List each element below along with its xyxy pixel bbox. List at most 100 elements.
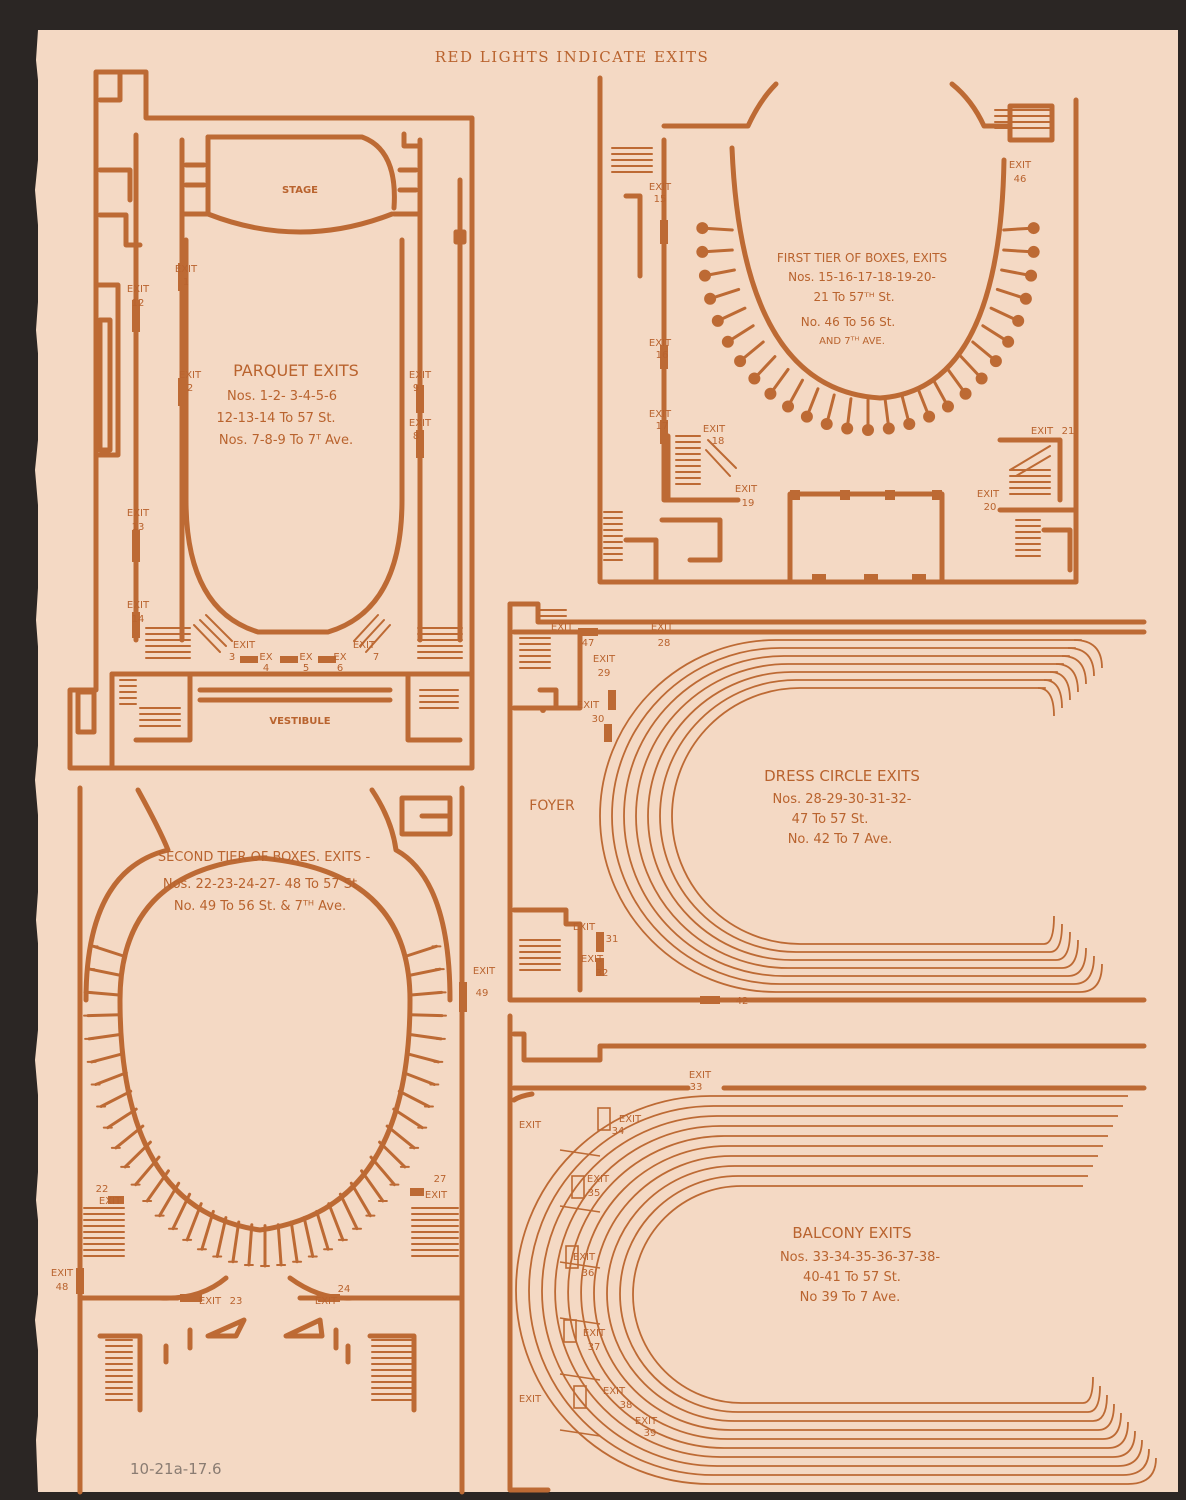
balcony-line-1: Nos. 33-34-35-36-37-38- bbox=[780, 1250, 940, 1265]
balcony-box bbox=[563, 1319, 577, 1343]
exit-number: 24 bbox=[338, 1284, 351, 1295]
box-partition bbox=[114, 1124, 145, 1150]
box-partition-end bbox=[862, 424, 874, 436]
exit-word: EXIT bbox=[577, 700, 600, 711]
balcony-box bbox=[597, 1107, 611, 1131]
seating-row bbox=[619, 1175, 1088, 1413]
exit-number: 34 bbox=[612, 1126, 625, 1137]
balcony-box bbox=[565, 1245, 579, 1269]
exit-word: EXIT bbox=[179, 370, 202, 381]
exit-word: EXIT bbox=[519, 1120, 542, 1131]
box-partition bbox=[99, 1089, 133, 1108]
exit-number: 29 bbox=[598, 668, 611, 679]
box-partition bbox=[94, 1071, 128, 1087]
box-partition-end bbox=[1027, 245, 1040, 258]
box-partition bbox=[349, 1181, 372, 1218]
box-partition bbox=[397, 1089, 431, 1108]
box-partition bbox=[408, 1013, 444, 1018]
balcony-line-2: 40-41 To 57 St. bbox=[803, 1270, 901, 1285]
seating-row-end bbox=[1061, 939, 1079, 969]
exit-number: 14 bbox=[132, 614, 145, 625]
dress-circle-line-3: No. 42 To 7 Ave. bbox=[788, 832, 893, 847]
box-partition-end bbox=[975, 372, 988, 385]
seating-row-end bbox=[1082, 1376, 1094, 1404]
exit-number: 37 bbox=[588, 1342, 601, 1353]
box-partition bbox=[87, 1032, 123, 1041]
box-partition bbox=[360, 1169, 385, 1203]
exit-number: 19 bbox=[742, 498, 755, 509]
balcony-plan: BALCONY EXITS Nos. 33-34-35-36-37-38- 40… bbox=[507, 1013, 1157, 1493]
exit-word: EXIT bbox=[581, 954, 604, 965]
exit-word: EXIT bbox=[735, 484, 758, 495]
vestibule-label: VESTIBULE bbox=[269, 716, 330, 727]
exit-word: EXIT bbox=[51, 1268, 74, 1279]
parquet-plan: STAGE VESTIBULE PARQUET EXITS Nos. 1-2- … bbox=[67, 69, 475, 771]
box-partition bbox=[402, 1071, 436, 1087]
seating-row bbox=[623, 655, 1071, 977]
seating-row-end bbox=[1067, 647, 1095, 677]
box-partition bbox=[158, 1181, 181, 1218]
exit-number: 20 bbox=[984, 502, 997, 513]
exit-word: EXIT bbox=[1009, 160, 1032, 171]
seating-row bbox=[635, 663, 1065, 969]
exit-number: 2 bbox=[187, 383, 193, 394]
box-partition-end bbox=[696, 222, 709, 235]
seating-row bbox=[599, 639, 1083, 993]
box-partition-end bbox=[989, 355, 1002, 368]
exit-word: EX bbox=[299, 652, 312, 663]
box-partition bbox=[134, 1155, 161, 1187]
exit-number: 31 bbox=[606, 934, 619, 945]
seating-row-end bbox=[1055, 663, 1079, 693]
seating-row-end bbox=[1067, 947, 1087, 977]
second-tier-line-1: Nos. 22-23-24-27- 48 To 57 St bbox=[163, 877, 357, 892]
dress-circle-line-2: 47 To 57 St. bbox=[792, 812, 869, 827]
box-partition bbox=[406, 967, 442, 978]
box-partition-end bbox=[764, 387, 777, 400]
box-partition-end bbox=[734, 355, 747, 368]
exit-number: 7 bbox=[373, 652, 379, 663]
exit-number: 48 bbox=[56, 1282, 69, 1293]
exit-word: EXIT bbox=[353, 640, 376, 651]
seating-aisle bbox=[559, 1373, 601, 1381]
exit-number: 17 bbox=[656, 421, 669, 432]
seating-row-end bbox=[1073, 955, 1095, 985]
seating-row-end bbox=[1043, 915, 1055, 945]
seating-aisle bbox=[559, 1149, 601, 1157]
seating-row bbox=[632, 1185, 1083, 1404]
box-partition-end bbox=[748, 372, 761, 385]
exit-word: EXIT bbox=[99, 1196, 122, 1207]
exit-number: 12 bbox=[132, 298, 145, 309]
header-title: RED LIGHTS INDICATE EXITS bbox=[435, 48, 710, 66]
exit-number: 8 bbox=[413, 431, 419, 442]
seating-aisle bbox=[559, 1205, 601, 1213]
exit-word: EXIT bbox=[175, 264, 198, 275]
box-partition bbox=[90, 1052, 125, 1064]
box-partition bbox=[289, 1220, 299, 1264]
seating-row-end bbox=[1073, 639, 1103, 669]
exit-number: 15 bbox=[654, 194, 667, 205]
seating-row-end bbox=[1107, 1421, 1129, 1449]
exit-word: EXIT bbox=[315, 1296, 338, 1307]
exit-number: 27 bbox=[434, 1174, 447, 1185]
parquet-line-3: Nos. 7-8-9 To 7ᵀ Ave. bbox=[219, 433, 353, 448]
box-partition bbox=[231, 1220, 241, 1264]
first-tier-line-1: Nos. 15-16-17-18-19-20- bbox=[788, 270, 936, 284]
seating-row-end bbox=[1117, 1439, 1143, 1467]
exit-word: EXIT bbox=[573, 922, 596, 933]
exit-word: EX bbox=[259, 652, 272, 663]
exit-number: 1 bbox=[183, 277, 189, 288]
exit-word: EXIT bbox=[651, 622, 674, 633]
balcony-box bbox=[573, 1385, 587, 1409]
seating-row-end bbox=[1087, 1385, 1101, 1413]
exit-word: EXIT bbox=[587, 1174, 610, 1185]
exit-word: EXIT bbox=[425, 1190, 448, 1201]
seating-row-end bbox=[1112, 1430, 1136, 1458]
seating-row-end bbox=[1079, 963, 1103, 993]
exit-number: 49 bbox=[476, 988, 489, 999]
exit-word: EXIT bbox=[409, 418, 432, 429]
exit-number: 35 bbox=[588, 1188, 601, 1199]
exit-number: 42 bbox=[736, 996, 749, 1007]
seating-row-end bbox=[1055, 931, 1071, 961]
seating-row bbox=[611, 647, 1077, 985]
dress-circle-title: DRESS CIRCLE EXITS bbox=[764, 767, 920, 785]
